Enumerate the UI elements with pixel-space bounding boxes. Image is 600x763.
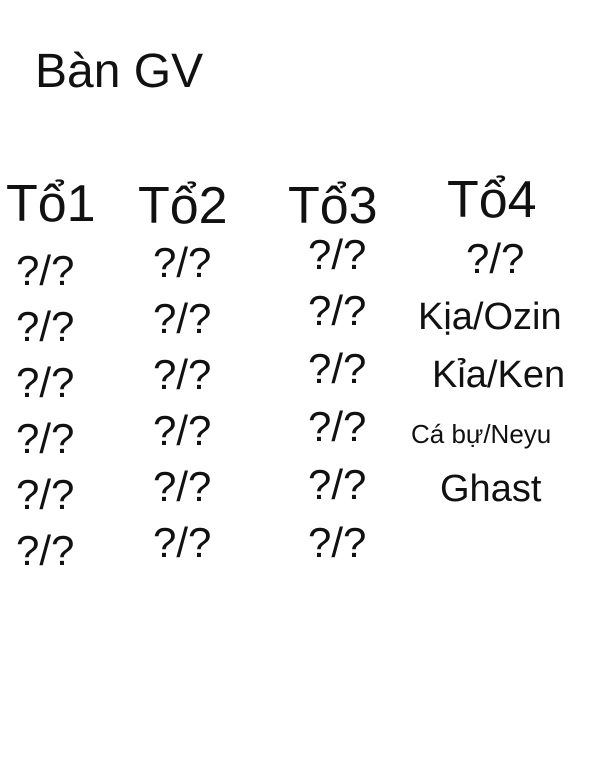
group-1-seat-2: ?/? [16,303,75,350]
group-2-seat-3: ?/? [153,351,212,398]
group-4-seat-4: Cá bự/Neyu [411,419,552,449]
group-1-seat-1: ?/? [16,247,75,294]
group-2-seat-1: ?/? [153,239,212,286]
group-1-header: Tổ1 [6,175,96,233]
group-3-seat-5: ?/? [308,461,367,508]
group-1-seat-5: ?/? [16,471,75,518]
group-2-seat-4: ?/? [153,407,212,454]
group-2-seat-2: ?/? [153,295,212,342]
group-3-seat-4: ?/? [308,403,367,450]
group-2-seat-5: ?/? [153,463,212,510]
group-3-seat-3: ?/? [308,345,367,392]
group-4-seat-2: Kịa/Ozin [418,296,562,338]
group-4-seat-3: Kỉa/Ken [432,354,566,396]
group-1-seat-6: ?/? [16,527,75,574]
group-3-seat-6: ?/? [308,519,367,566]
group-1-seat-3: ?/? [16,359,75,406]
group-3-seat-2: ?/? [308,287,367,334]
group-4-seat-1: ?/? [466,235,525,282]
group-4-header: Tổ4 [447,171,537,229]
teacher-desk-label: Bàn GV [35,45,204,98]
group-2-seat-6: ?/? [153,519,212,566]
group-2-header: Tổ2 [138,177,228,235]
group-4-seat-5: Ghast [440,468,542,510]
group-3-seat-1: ?/? [308,231,367,278]
group-3-header: Tổ3 [288,177,378,235]
group-1-seat-4: ?/? [16,415,75,462]
